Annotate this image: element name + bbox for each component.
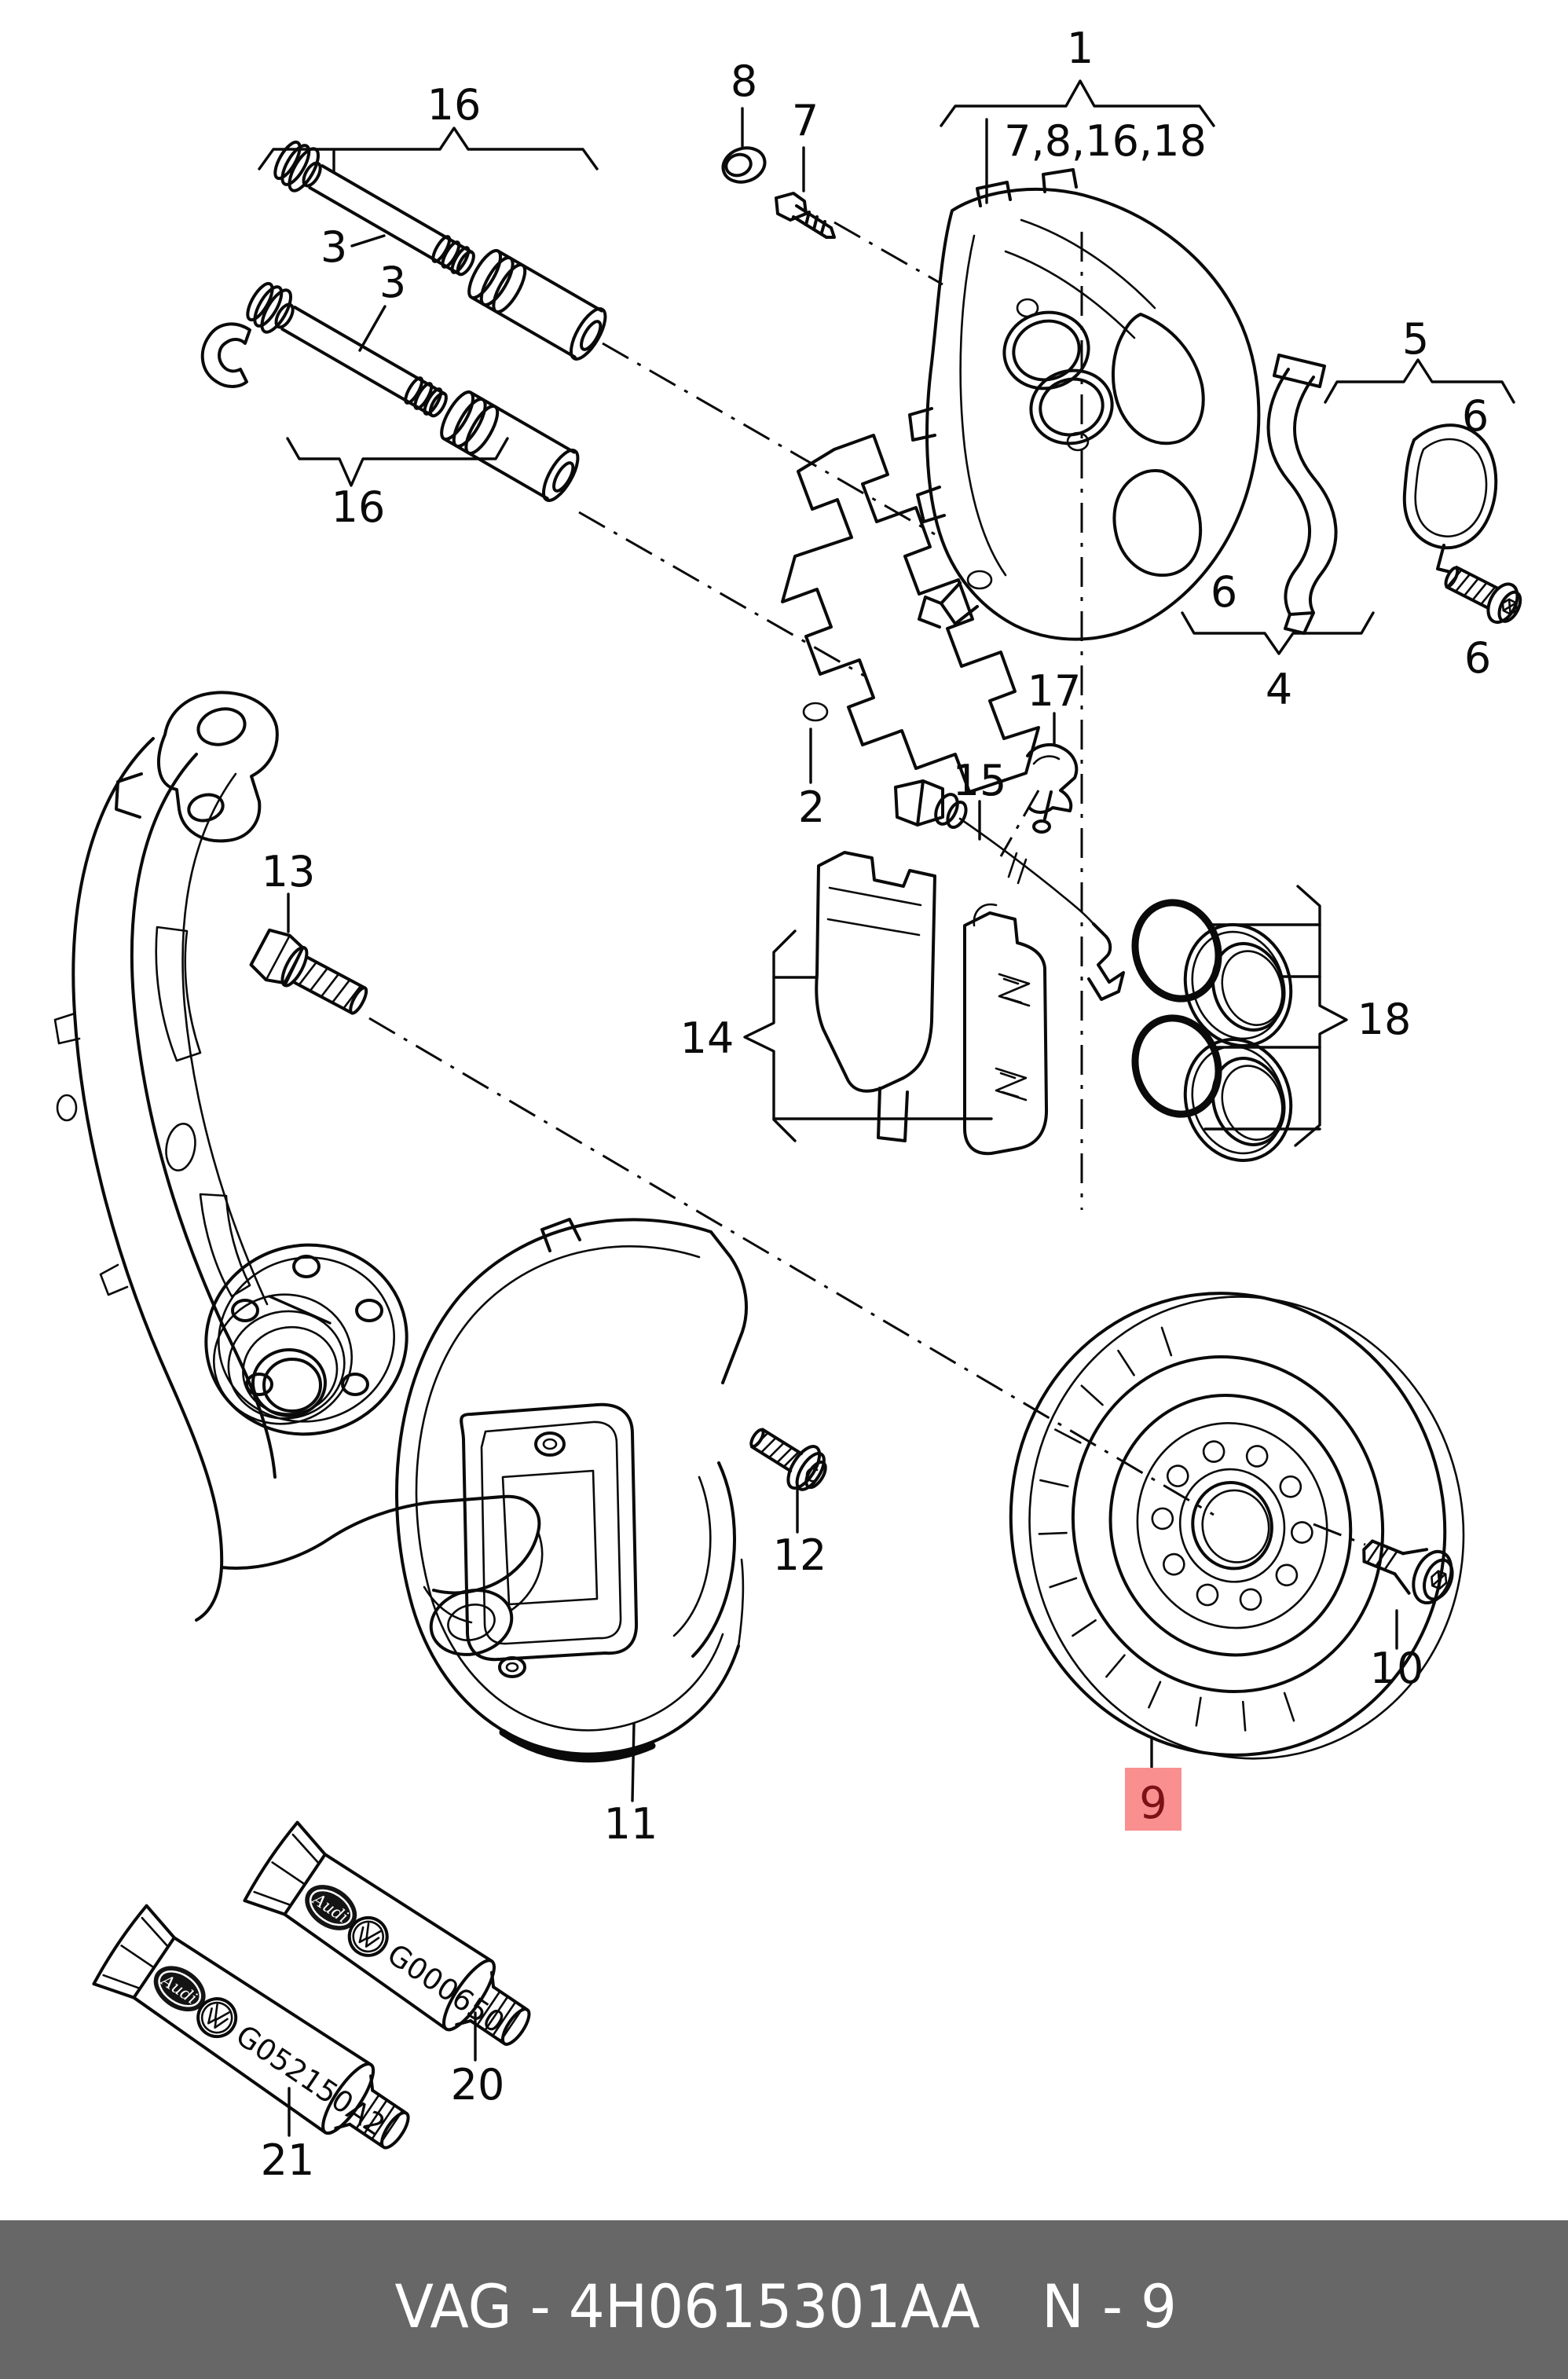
callout-21[interactable]: 21 — [261, 2135, 315, 2185]
pad-wear-contact — [1402, 423, 1498, 574]
audi-logo: Audi — [153, 1966, 206, 2012]
callout-16-bottom[interactable]: 16 — [332, 482, 386, 532]
tube-20-code: G000650 — [381, 1937, 511, 2040]
disc-set-screw — [1362, 1539, 1454, 1605]
callout-6-b[interactable]: 6 — [1211, 567, 1237, 617]
callout-13[interactable]: 13 — [262, 847, 316, 896]
retaining-spring — [1266, 354, 1338, 635]
bleeder-cap — [721, 146, 767, 184]
caliper-carrier — [781, 434, 1040, 794]
leader-lines — [287, 107, 1398, 2137]
callout-11[interactable]: 11 — [604, 1799, 658, 1849]
brake-disc — [1009, 1292, 1465, 1760]
caliper-seal-kit — [1131, 899, 1293, 1162]
assembly-axis-lines — [368, 221, 1366, 1546]
callout-labels: 1 7,8,16,18 8 7 16 3 3 16 5 6 6 4 6 2 13… — [261, 24, 1492, 2185]
footer-background — [0, 2220, 1568, 2379]
vw-logo-icon — [347, 1915, 389, 1957]
callout-14[interactable]: 14 — [680, 1014, 735, 1063]
wire-retaining-clip — [1026, 742, 1079, 834]
footer-part-number: VAG - 4H0615301AA — [395, 2271, 980, 2341]
callout-3-top[interactable]: 3 — [321, 222, 347, 272]
callout-group-7-8-16-18[interactable]: 7,8,16,18 — [1004, 116, 1207, 166]
callout-4[interactable]: 4 — [1266, 665, 1292, 714]
highlighted-callout-9[interactable]: 9 — [1125, 1768, 1181, 1831]
wear-sensor-wire — [894, 779, 1125, 1001]
splash-shield — [395, 1218, 748, 1763]
bracket-part-1 — [940, 79, 1215, 127]
callout-2[interactable]: 2 — [798, 783, 825, 832]
vw-logo-icon — [196, 1997, 238, 2039]
bracket-16-top — [258, 126, 599, 170]
bracket-part-18 — [1294, 885, 1348, 1147]
callout-16-top[interactable]: 16 — [427, 80, 482, 130]
callout-3-bottom[interactable]: 3 — [379, 258, 406, 307]
callout-15[interactable]: 15 — [953, 756, 1007, 805]
callout-10[interactable]: 10 — [1370, 1644, 1424, 1693]
callout-12[interactable]: 12 — [773, 1530, 827, 1580]
guide-pin-assembly-bottom — [200, 281, 580, 502]
callout-9-highlight-box[interactable] — [1125, 1768, 1181, 1831]
grease-tube-21: Audi G052150A2 — [92, 1904, 410, 2150]
bracket-part-4 — [1181, 611, 1375, 655]
bracket-part-14 — [743, 929, 797, 1142]
guide-pin-assembly-top — [273, 140, 607, 361]
callout-18[interactable]: 18 — [1357, 995, 1412, 1044]
callout-17[interactable]: 17 — [1028, 666, 1082, 716]
hub-bolt — [249, 928, 368, 1015]
brake-caliper — [908, 168, 1261, 641]
grease-tube-20: Audi G000650 — [243, 1820, 531, 2046]
callout-6-c[interactable]: 6 — [1464, 633, 1491, 683]
footer-page-ref: N - 9 — [1042, 2271, 1177, 2341]
torx-screw-small — [1444, 566, 1522, 624]
group-brackets — [258, 79, 1515, 1147]
audi-logo: Audi — [305, 1885, 357, 1930]
callout-7[interactable]: 7 — [792, 96, 819, 145]
callout-8[interactable]: 8 — [731, 57, 757, 106]
brake-pads — [815, 851, 1049, 1156]
footer-bar: VAG - 4H0615301AA N - 9 — [0, 2220, 1568, 2379]
callout-9[interactable]: 9 — [1139, 1778, 1167, 1829]
bleeder-screw — [775, 192, 836, 239]
shield-screw — [749, 1428, 827, 1491]
bracket-part-5 — [1324, 358, 1515, 404]
steering-knuckle-hub — [53, 691, 544, 1656]
callout-20[interactable]: 20 — [451, 2060, 505, 2110]
bracket-16-bottom — [286, 437, 509, 487]
callout-6-a[interactable]: 6 — [1462, 391, 1489, 441]
callout-1[interactable]: 1 — [1067, 24, 1094, 73]
callout-5[interactable]: 5 — [1402, 314, 1429, 364]
